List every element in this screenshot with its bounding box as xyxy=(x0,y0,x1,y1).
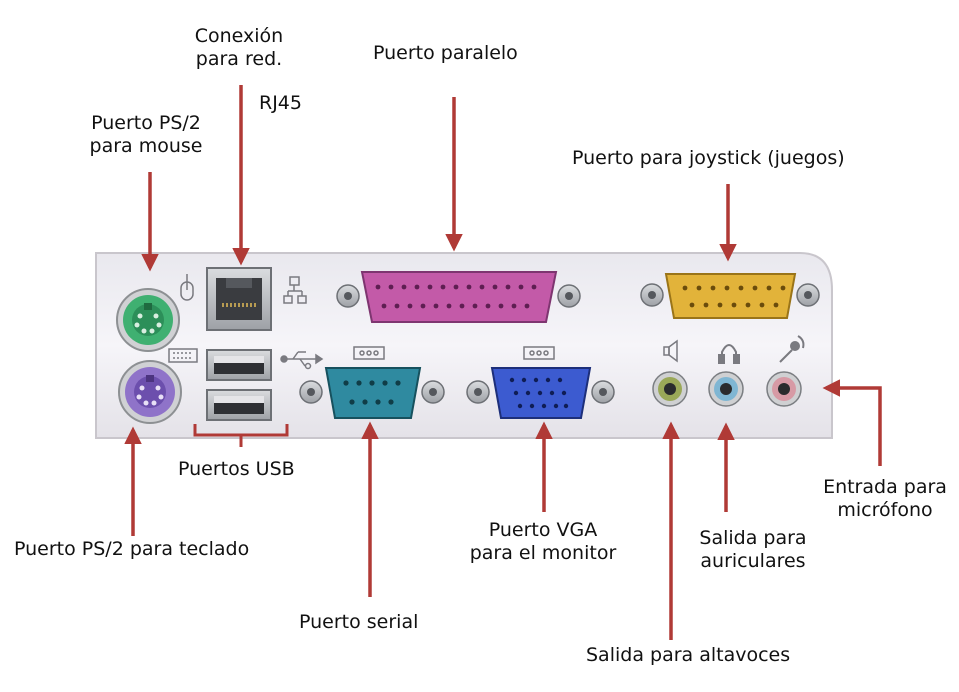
ps2-mouse-port xyxy=(116,288,180,352)
label-rj45: RJ45 xyxy=(259,92,302,114)
label-network: Conexión para red. xyxy=(178,25,300,71)
usb-port-top xyxy=(206,349,272,381)
headphones-icon xyxy=(718,344,740,364)
label-parallel: Puerto paralelo xyxy=(373,42,518,64)
usb-icon xyxy=(280,351,324,370)
keyboard-icon xyxy=(168,348,198,363)
vga-port xyxy=(466,367,615,419)
label-vga-line2: para el monitor xyxy=(469,542,617,564)
label-microphone: Entrada para micrófono xyxy=(812,476,958,522)
label-serial: Puerto serial xyxy=(299,611,419,633)
label-ps2-mouse-line1: Puerto PS/2 xyxy=(91,112,201,134)
joystick-port xyxy=(640,273,820,319)
label-microphone-line2: micrófono xyxy=(837,499,933,521)
label-network-line2: para red. xyxy=(195,48,283,70)
label-ps2-mouse: Puerto PS/2 para mouse xyxy=(72,112,220,158)
serial-port xyxy=(299,367,445,419)
label-ps2-keyboard: Puerto PS/2 para teclado xyxy=(14,538,250,560)
mouse-icon xyxy=(180,274,194,301)
label-headphones-line2: auriculares xyxy=(700,550,806,572)
microphone-jack xyxy=(766,371,802,407)
headphones-jack xyxy=(708,371,744,407)
microphone-icon xyxy=(779,335,805,363)
label-headphones-line1: Salida para xyxy=(699,527,807,549)
label-vga: Puerto VGA para el monitor xyxy=(453,519,633,565)
label-usb: Puertos USB xyxy=(178,458,295,480)
label-vga-line1: Puerto VGA xyxy=(488,519,598,541)
line-out-jack xyxy=(652,371,688,407)
label-microphone-line1: Entrada para xyxy=(823,476,947,498)
speaker-icon xyxy=(663,339,678,363)
ps2-keyboard-port xyxy=(118,360,182,424)
network-icon xyxy=(283,276,307,304)
parallel-port xyxy=(336,271,581,323)
vga-port-icon xyxy=(523,346,555,360)
label-ps2-mouse-line2: para mouse xyxy=(89,135,203,157)
serial-port-icon xyxy=(353,346,385,360)
label-network-line1: Conexión xyxy=(194,25,284,47)
label-speakers: Salida para altavoces xyxy=(586,644,791,666)
label-joystick: Puerto para joystick (juegos) xyxy=(572,147,845,169)
arrow-microphone xyxy=(822,379,882,466)
label-headphones: Salida para auriculares xyxy=(683,527,823,573)
usb-port-bottom xyxy=(206,389,272,421)
rj45-port xyxy=(206,267,272,331)
